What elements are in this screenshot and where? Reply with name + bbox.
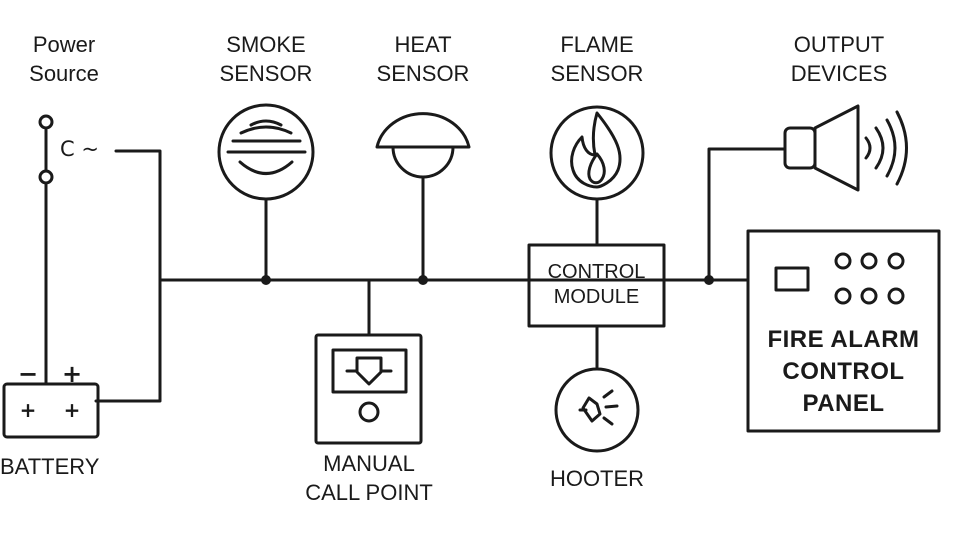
speaker-icon: [783, 104, 908, 192]
power-feed-wire: [94, 149, 162, 403]
battery-cell-left: +: [19, 398, 37, 422]
junction-dot: [418, 275, 428, 285]
flame-icon: [549, 105, 645, 201]
heat-sensor-label: HEAT SENSOR: [376, 32, 470, 86]
power-terminal-bottom: [38, 169, 54, 185]
fire-alarm-panel-box: [746, 229, 941, 433]
smoke-sensor-icon: [217, 103, 315, 201]
battery-body: [2, 382, 100, 439]
smoke-sensor-label: SMOKE SENSOR: [219, 32, 313, 86]
flame-sensor-label: FLAME SENSOR: [550, 32, 644, 86]
power-terminal-top: [38, 114, 54, 130]
panel-indicators: [774, 252, 905, 305]
output-devices-label: OUTPUT DEVICES: [790, 32, 888, 86]
fire-alarm-panel-label: FIRE ALARM CONTROL PANEL: [767, 326, 920, 417]
power-symbol-label: C ~: [60, 137, 99, 161]
manual-call-point-icon: [314, 333, 423, 445]
control-module-label: CONTROL MODULE: [547, 261, 646, 308]
output-device-wire: [707, 147, 787, 282]
hooter-icon: [554, 367, 640, 453]
junction-dot: [261, 275, 271, 285]
battery-positive-terminal: +: [61, 360, 83, 388]
hooter-label: HOOTER: [549, 466, 645, 491]
junction-dot: [704, 275, 714, 285]
battery-cell-right: +: [63, 398, 81, 422]
battery-label: BATTERY: [0, 454, 100, 479]
battery-negative-terminal: −: [17, 360, 39, 388]
power-source-label: Power Source: [29, 32, 99, 86]
heat-sensor-icon: [375, 112, 471, 179]
manual-call-point-label: MANUAL CALL POINT: [305, 451, 433, 505]
